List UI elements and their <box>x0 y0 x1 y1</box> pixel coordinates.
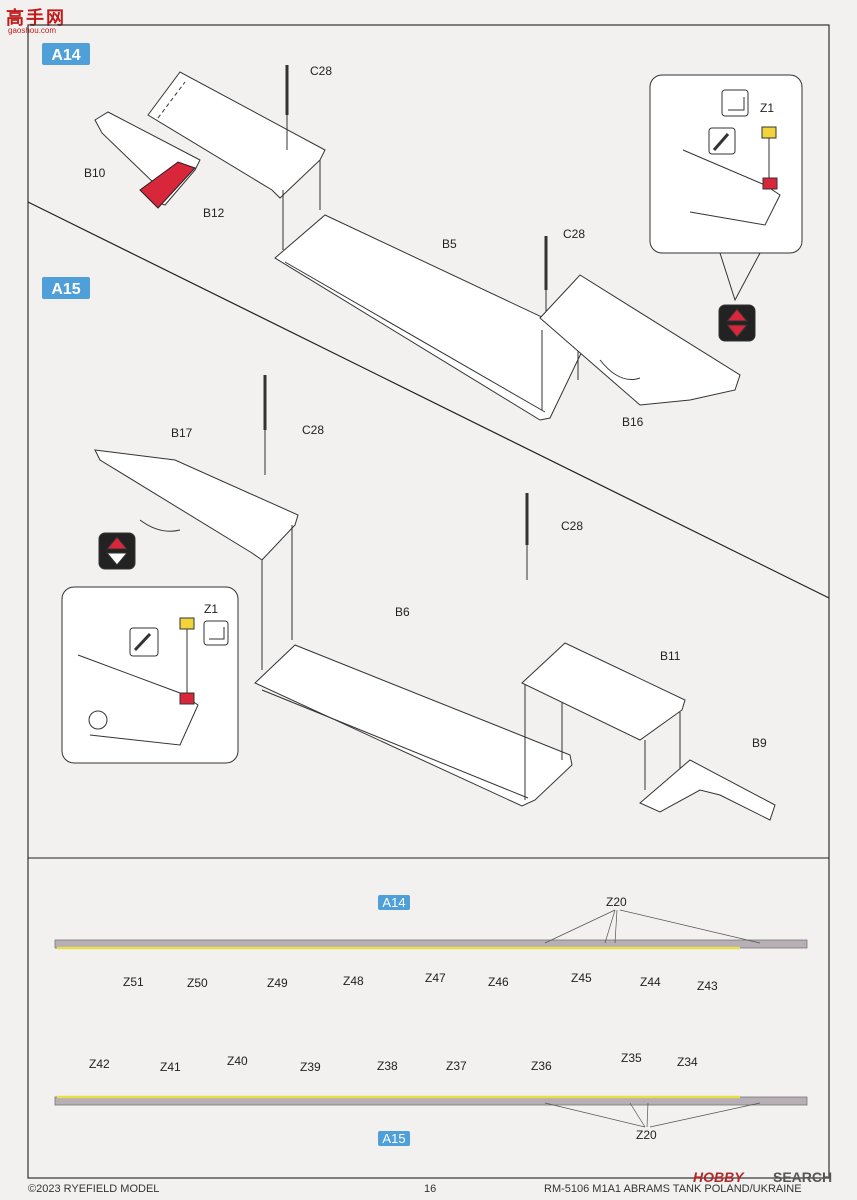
footer-product: RM-5106 M1A1 ABRAMS TANK POLAND/UKRAINE <box>544 1183 802 1195</box>
step-divider <box>27 201 830 599</box>
strip-top-tag: A14 <box>382 895 405 910</box>
svg-text:Z37: Z37 <box>446 1059 467 1073</box>
svg-text:Z41: Z41 <box>160 1060 181 1074</box>
strip-bottom: A15 Z20 Z42 Z41 Z40 Z39 Z38 Z37 Z36 Z35 … <box>54 1051 808 1146</box>
label-b6: B6 <box>395 605 410 619</box>
label-c28b-a15: C28 <box>561 519 583 533</box>
label-z1-a15: Z1 <box>204 602 218 616</box>
label-c28b: C28 <box>563 227 585 241</box>
page-frame <box>27 24 830 1179</box>
brand-search: SEARCH <box>773 1169 833 1185</box>
svg-text:A14: A14 <box>51 47 80 64</box>
svg-text:Z49: Z49 <box>267 976 288 990</box>
svg-text:Z34: Z34 <box>677 1055 698 1069</box>
strip-top: A14 Z20 Z51 Z50 Z49 Z48 Z47 Z46 Z45 Z44 … <box>54 895 808 993</box>
strip-bottom-tag: A15 <box>382 1131 405 1146</box>
footer-copyright: ©2023 RYEFIELD MODEL <box>28 1183 160 1195</box>
part-z1 <box>761 126 777 139</box>
svg-text:Z51: Z51 <box>123 975 144 989</box>
svg-text:Z43: Z43 <box>697 979 718 993</box>
callout-z1-a14 <box>649 74 803 254</box>
strip-bottom-z20: Z20 <box>636 1128 657 1142</box>
flip-icon-a15 <box>98 532 136 570</box>
a15-assembly <box>61 375 776 821</box>
footer-page-number: 16 <box>424 1183 437 1195</box>
step-badge-a15: A15 <box>42 277 90 299</box>
svg-text:A15: A15 <box>51 281 80 298</box>
svg-text:Z40: Z40 <box>227 1054 248 1068</box>
brand-hobby: HOBBY <box>693 1169 744 1185</box>
label-c28: C28 <box>310 64 332 78</box>
svg-text:Z39: Z39 <box>300 1060 321 1074</box>
svg-text:Z50: Z50 <box>187 976 208 990</box>
watermark-site: 高手网 <box>6 8 66 28</box>
a14-assembly <box>94 65 803 421</box>
svg-text:Z47: Z47 <box>425 971 446 985</box>
label-b12: B12 <box>203 206 225 220</box>
part-b9 <box>639 759 776 821</box>
svg-text:Z44: Z44 <box>640 975 661 989</box>
label-z1: Z1 <box>760 101 774 115</box>
svg-text:Z38: Z38 <box>377 1059 398 1073</box>
flip-icon <box>718 304 756 342</box>
svg-text:Z36: Z36 <box>531 1059 552 1073</box>
part-b17 <box>94 449 299 561</box>
part-b5 <box>274 214 586 421</box>
strip-top-z20: Z20 <box>606 895 627 909</box>
watermark-url: gaoshou.com <box>8 26 57 35</box>
svg-text:Z42: Z42 <box>89 1057 110 1071</box>
svg-text:Z48: Z48 <box>343 974 364 988</box>
label-c28-a15: C28 <box>302 423 324 437</box>
step-badge-a14: A14 <box>42 43 90 65</box>
label-b5: B5 <box>442 237 457 251</box>
label-b9: B9 <box>752 736 767 750</box>
label-b16: B16 <box>622 415 644 429</box>
part-b11 <box>521 642 686 741</box>
label-b11: B11 <box>660 649 681 663</box>
part-b6 <box>254 644 573 807</box>
svg-text:Z45: Z45 <box>571 971 592 985</box>
svg-text:Z46: Z46 <box>488 975 509 989</box>
part-b16 <box>539 274 741 406</box>
label-b10: B10 <box>84 166 106 180</box>
svg-text:Z35: Z35 <box>621 1051 642 1065</box>
glue-marking-b10 <box>139 161 196 209</box>
label-b17: B17 <box>171 426 193 440</box>
callout-z1-a15 <box>61 586 239 764</box>
